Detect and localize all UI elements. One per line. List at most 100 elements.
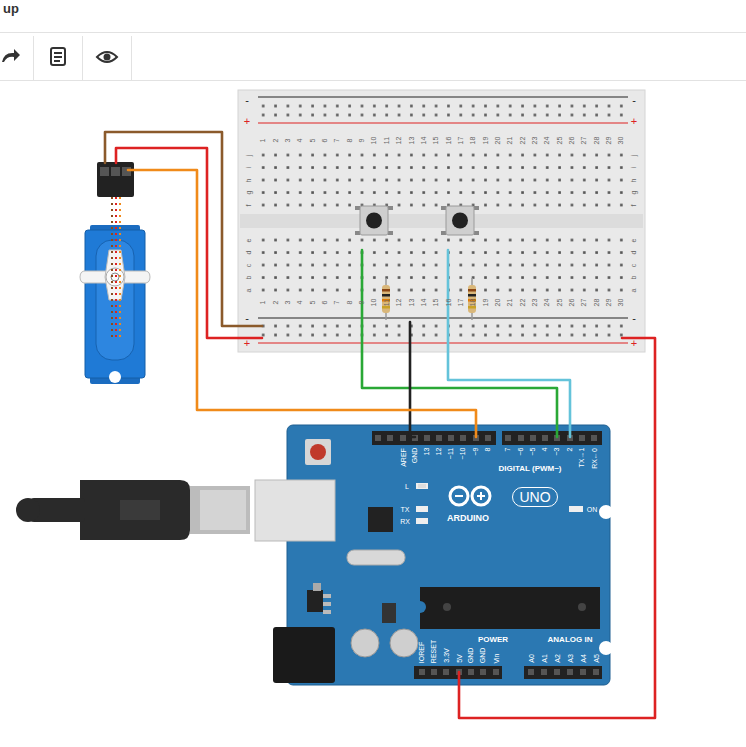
breadboard bbox=[238, 90, 645, 352]
pin-name: GND bbox=[468, 647, 475, 663]
pin-name: A5 bbox=[593, 654, 600, 663]
header-title: ANALOG IN bbox=[548, 636, 593, 644]
brown-wire bbox=[105, 132, 262, 326]
row-letter: e bbox=[631, 238, 638, 242]
column-number: 9 bbox=[359, 300, 366, 304]
column-number: 25 bbox=[556, 136, 563, 144]
header-title: POWER bbox=[478, 636, 508, 644]
resistor-symbol bbox=[468, 278, 476, 320]
column-number: 2 bbox=[272, 300, 279, 304]
column-number: 8 bbox=[346, 300, 353, 304]
column-number: 21 bbox=[507, 136, 514, 144]
column-number: 6 bbox=[321, 300, 328, 304]
column-number: 15 bbox=[433, 136, 440, 144]
pin-name: Vin bbox=[493, 653, 500, 663]
arduino-uno-board bbox=[255, 425, 613, 685]
pin-name: ~5 bbox=[529, 448, 536, 456]
column-number: 15 bbox=[433, 298, 440, 306]
led-label: RX bbox=[400, 518, 410, 525]
pin-header bbox=[502, 431, 602, 445]
header-title: DIGITAL (PWM~) bbox=[498, 465, 561, 473]
pin-name: A2 bbox=[554, 654, 561, 663]
arduino-logo bbox=[450, 487, 490, 505]
rail-sign: + bbox=[631, 338, 637, 349]
capacitor bbox=[390, 629, 418, 657]
rail-sign: - bbox=[245, 95, 249, 106]
breadboard-body bbox=[238, 90, 645, 352]
row-letter: d bbox=[246, 251, 253, 255]
led-label: TX bbox=[401, 506, 410, 513]
column-number: 12 bbox=[396, 136, 403, 144]
column-number: 22 bbox=[519, 298, 526, 306]
row-letter: b bbox=[246, 276, 253, 280]
row-letter: g bbox=[246, 191, 253, 195]
pin-header bbox=[524, 666, 602, 679]
voltage-regulator bbox=[307, 590, 323, 612]
led-label: ON bbox=[587, 506, 598, 513]
column-number: 29 bbox=[605, 298, 612, 306]
column-number: 3 bbox=[284, 138, 291, 142]
pin-name: ~10 bbox=[460, 448, 467, 460]
positive-rail-line bbox=[258, 342, 628, 343]
column-number: 8 bbox=[346, 138, 353, 142]
column-number: 1 bbox=[260, 138, 267, 142]
column-number: 19 bbox=[482, 136, 489, 144]
row-letter: j bbox=[246, 154, 253, 156]
pin-name: ~3 bbox=[553, 448, 560, 456]
board-model: UNO bbox=[512, 487, 557, 507]
usb-port bbox=[255, 480, 335, 541]
row-letter: f bbox=[630, 204, 637, 206]
orange-wire bbox=[128, 170, 476, 437]
row-letter: b bbox=[631, 276, 638, 280]
servo-connector bbox=[97, 162, 134, 197]
column-number: 12 bbox=[396, 298, 403, 306]
column-number: 23 bbox=[531, 136, 538, 144]
row-letter: h bbox=[246, 178, 253, 182]
column-number: 18 bbox=[470, 136, 477, 144]
pin-name: A3 bbox=[567, 654, 574, 663]
column-number: 28 bbox=[593, 298, 600, 306]
pin-name: IOREF bbox=[418, 642, 425, 663]
row-letter: i bbox=[246, 167, 253, 169]
column-number: 24 bbox=[544, 298, 551, 306]
pin-name: 12 bbox=[435, 448, 442, 456]
column-number: 6 bbox=[321, 138, 328, 142]
pin-name: ~6 bbox=[517, 448, 524, 456]
column-number: 20 bbox=[494, 298, 501, 306]
column-number: 27 bbox=[581, 136, 588, 144]
column-number: 30 bbox=[618, 136, 625, 144]
column-number: 26 bbox=[568, 298, 575, 306]
pin-name: A1 bbox=[541, 654, 548, 663]
red-wire bbox=[459, 338, 655, 718]
power-jack bbox=[273, 627, 335, 683]
column-number: 5 bbox=[309, 300, 316, 304]
terminal-holes bbox=[257, 149, 628, 212]
redo-icon bbox=[2, 49, 20, 62]
column-number: 10 bbox=[371, 136, 378, 144]
column-number: 13 bbox=[408, 298, 415, 306]
column-number: 17 bbox=[457, 136, 464, 144]
column-number: 19 bbox=[482, 298, 489, 306]
column-number: 7 bbox=[334, 138, 341, 142]
row-letter: c bbox=[631, 263, 638, 267]
pin-name: 8 bbox=[485, 448, 492, 452]
column-number: 26 bbox=[568, 136, 575, 144]
red-wire bbox=[116, 148, 262, 338]
column-number: 4 bbox=[297, 300, 304, 304]
pin-name: 5V bbox=[456, 654, 463, 663]
column-number: 18 bbox=[470, 298, 477, 306]
pin-name: GND bbox=[480, 647, 487, 663]
column-number: 28 bbox=[593, 136, 600, 144]
rail-sign: + bbox=[631, 116, 637, 127]
column-number: 10 bbox=[371, 298, 378, 306]
column-number: 11 bbox=[383, 298, 390, 305]
row-letter: h bbox=[631, 178, 638, 182]
eye-icon bbox=[97, 52, 117, 62]
column-number: 25 bbox=[556, 298, 563, 306]
crystal bbox=[347, 550, 405, 565]
column-number: 1 bbox=[260, 300, 267, 304]
column-number: 4 bbox=[297, 138, 304, 142]
pin-name: 4 bbox=[542, 448, 549, 452]
column-number: 9 bbox=[359, 138, 366, 142]
